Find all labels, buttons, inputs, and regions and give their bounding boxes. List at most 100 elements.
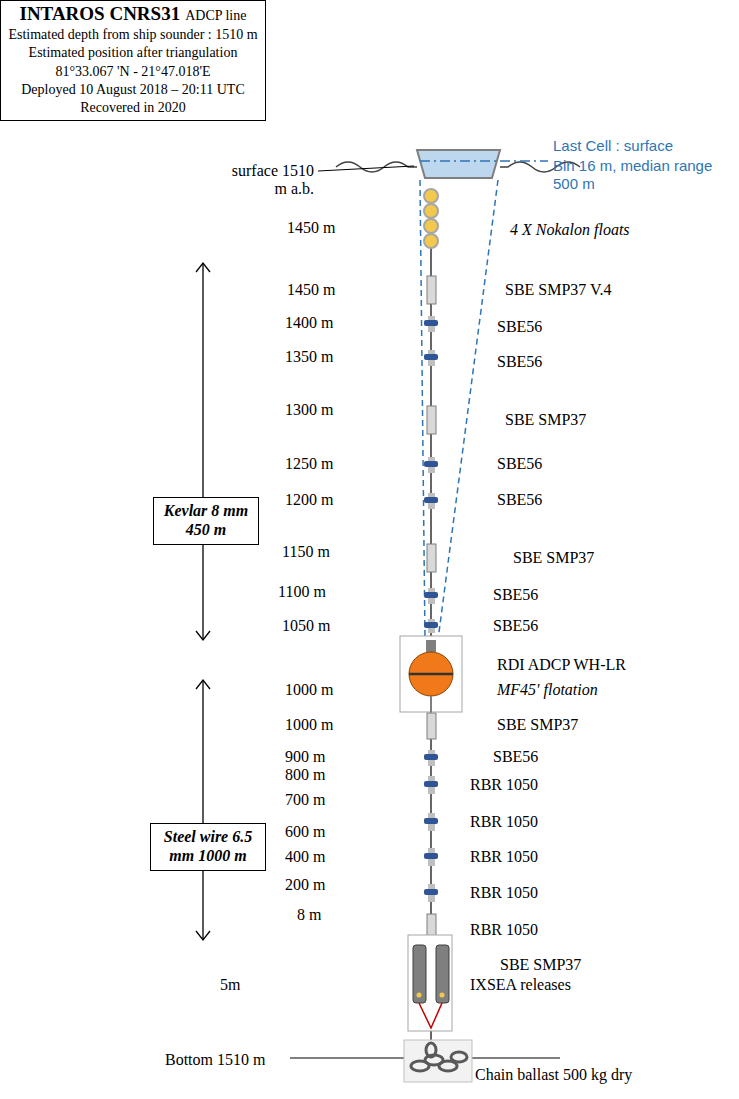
- instrument-label: SBE56: [497, 455, 542, 473]
- clamp: [424, 754, 438, 760]
- clamp: [424, 320, 438, 326]
- instrument-label: SBE56: [493, 586, 538, 604]
- depth-label: 1450 m: [287, 281, 335, 299]
- smp37-symbol: [427, 544, 436, 572]
- instrument-label: RBR 1050: [470, 776, 538, 794]
- beam-line: [420, 180, 425, 640]
- clamp: [424, 781, 438, 787]
- rbr-instruments: [424, 776, 438, 942]
- title-text: Estimated position after triangulation: [29, 45, 238, 60]
- chain-symbol: [411, 1043, 467, 1071]
- beam-line: [438, 180, 498, 640]
- depth-label: 1200 m: [285, 491, 333, 509]
- clamp: [424, 818, 438, 824]
- depth-label: 1450 m: [287, 219, 335, 237]
- depth-label: 900 m: [285, 748, 325, 766]
- span-arrow: [202, 680, 203, 940]
- surface-cell: [417, 150, 500, 178]
- instrument-label: SBE56: [493, 617, 538, 635]
- text-line: Estimated depth from ship sounder : 1510…: [7, 25, 259, 43]
- depth-label: 600 m: [285, 823, 325, 841]
- release-dot: [440, 993, 445, 998]
- instrument-label: RBR 1050: [470, 813, 538, 831]
- depth-label: 1000 m: [285, 681, 333, 699]
- text-line: Estimated position after triangulation: [7, 43, 259, 61]
- bottom-label: Bottom 1510 m: [165, 1051, 265, 1069]
- instrument-label: RBR 1050: [470, 884, 538, 902]
- title-box: INTAROS CNRS31ADCP lineEstimated depth f…: [0, 0, 266, 121]
- release-wire: [419, 1003, 442, 1028]
- text-line: 81°33.067 'N - 21°47.018'E: [7, 62, 259, 80]
- instrument-label: SBE56: [493, 748, 538, 766]
- release-frame: [408, 935, 452, 1031]
- float: [424, 234, 438, 248]
- clamp: [424, 889, 438, 895]
- clamp: [424, 461, 438, 467]
- release-dot: [417, 993, 422, 998]
- release-symbol: [413, 945, 426, 1003]
- instrument-label: SBE SMP37: [513, 549, 594, 567]
- leader-line: [318, 166, 414, 171]
- adcp-frame: [400, 636, 462, 712]
- instrument-label: MF45' flotation: [497, 681, 598, 699]
- span-arrow: [202, 263, 203, 640]
- bottom-line: [290, 1057, 404, 1058]
- adcp-shackle: [430, 696, 432, 712]
- arrow-head: [196, 680, 210, 689]
- chain-frame: [404, 1040, 472, 1082]
- depth-label: 8 m: [297, 906, 321, 924]
- cable-box: Kevlar 8 mm 450 m: [153, 497, 259, 545]
- instrument-label: SBE SMP37 V.4: [505, 281, 612, 299]
- instrument-label: IXSEA releases: [470, 976, 571, 994]
- clamp: [424, 853, 438, 859]
- instrument-label: RDI ADCP WH-LR: [497, 656, 626, 674]
- last-cell-line: [420, 160, 548, 162]
- depth-label: 1100 m: [278, 583, 326, 601]
- depth-label: 1350 m: [285, 348, 333, 366]
- depth-label: 1400 m: [285, 314, 333, 332]
- surface-label: surface 1510 m a.b.: [222, 162, 314, 198]
- arrow-head: [196, 631, 210, 640]
- cable-label: Kevlar 8 mm 450 m: [164, 502, 248, 538]
- floats: [424, 189, 438, 248]
- sea-wave: [336, 162, 417, 172]
- instrument-label: SBE SMP37: [497, 716, 578, 734]
- arrow-head: [196, 931, 210, 940]
- float: [424, 204, 438, 218]
- title-text: Recovered in 2020: [80, 100, 186, 115]
- smp37-symbol: [427, 406, 436, 434]
- depth-label: 1150 m: [282, 543, 330, 561]
- instrument-label: RBR 1050: [470, 848, 538, 866]
- flotation-sphere: [409, 652, 453, 696]
- text-line: Steel wire 6.5 mm 1000 m: [158, 827, 258, 866]
- depth-label: 400 m: [285, 848, 325, 866]
- depth-label: 800 m: [285, 766, 325, 784]
- clamp: [424, 497, 438, 503]
- bottom-line: [472, 1057, 560, 1058]
- depth-label: 1000 m: [285, 716, 333, 734]
- cell-note: Last Cell : surface: [553, 137, 673, 155]
- instrument-label: SBE SMP37: [500, 956, 581, 974]
- float: [424, 219, 438, 233]
- title-text: 81°33.067 'N - 21°47.018'E: [55, 64, 210, 79]
- instrument-label: SBE SMP37: [505, 411, 586, 429]
- instrument-label: SBE56: [497, 353, 542, 371]
- title-text: INTAROS CNRS31: [20, 3, 181, 24]
- instrument-label: SBE56: [497, 318, 542, 336]
- smp37-symbol: [427, 713, 436, 739]
- instrument-label: 4 X Nokalon floats: [510, 221, 630, 239]
- text-line: Deployed 10 August 2018 – 20:11 UTC: [7, 80, 259, 98]
- clamp: [424, 622, 438, 628]
- depth-label: 1050 m: [282, 617, 330, 635]
- text-line: Kevlar 8 mm 450 m: [161, 501, 251, 540]
- depth-label: 1250 m: [285, 455, 333, 473]
- title-text: Estimated depth from ship sounder : 1510…: [8, 27, 257, 42]
- depth-label: 200 m: [285, 876, 325, 894]
- depth-label: 5m: [220, 976, 240, 994]
- sea-surface: [318, 150, 580, 178]
- releases: [408, 935, 452, 1031]
- depth-label: 1300 m: [285, 401, 333, 419]
- adcp-buoy: [400, 636, 462, 712]
- adcp-head: [426, 640, 436, 652]
